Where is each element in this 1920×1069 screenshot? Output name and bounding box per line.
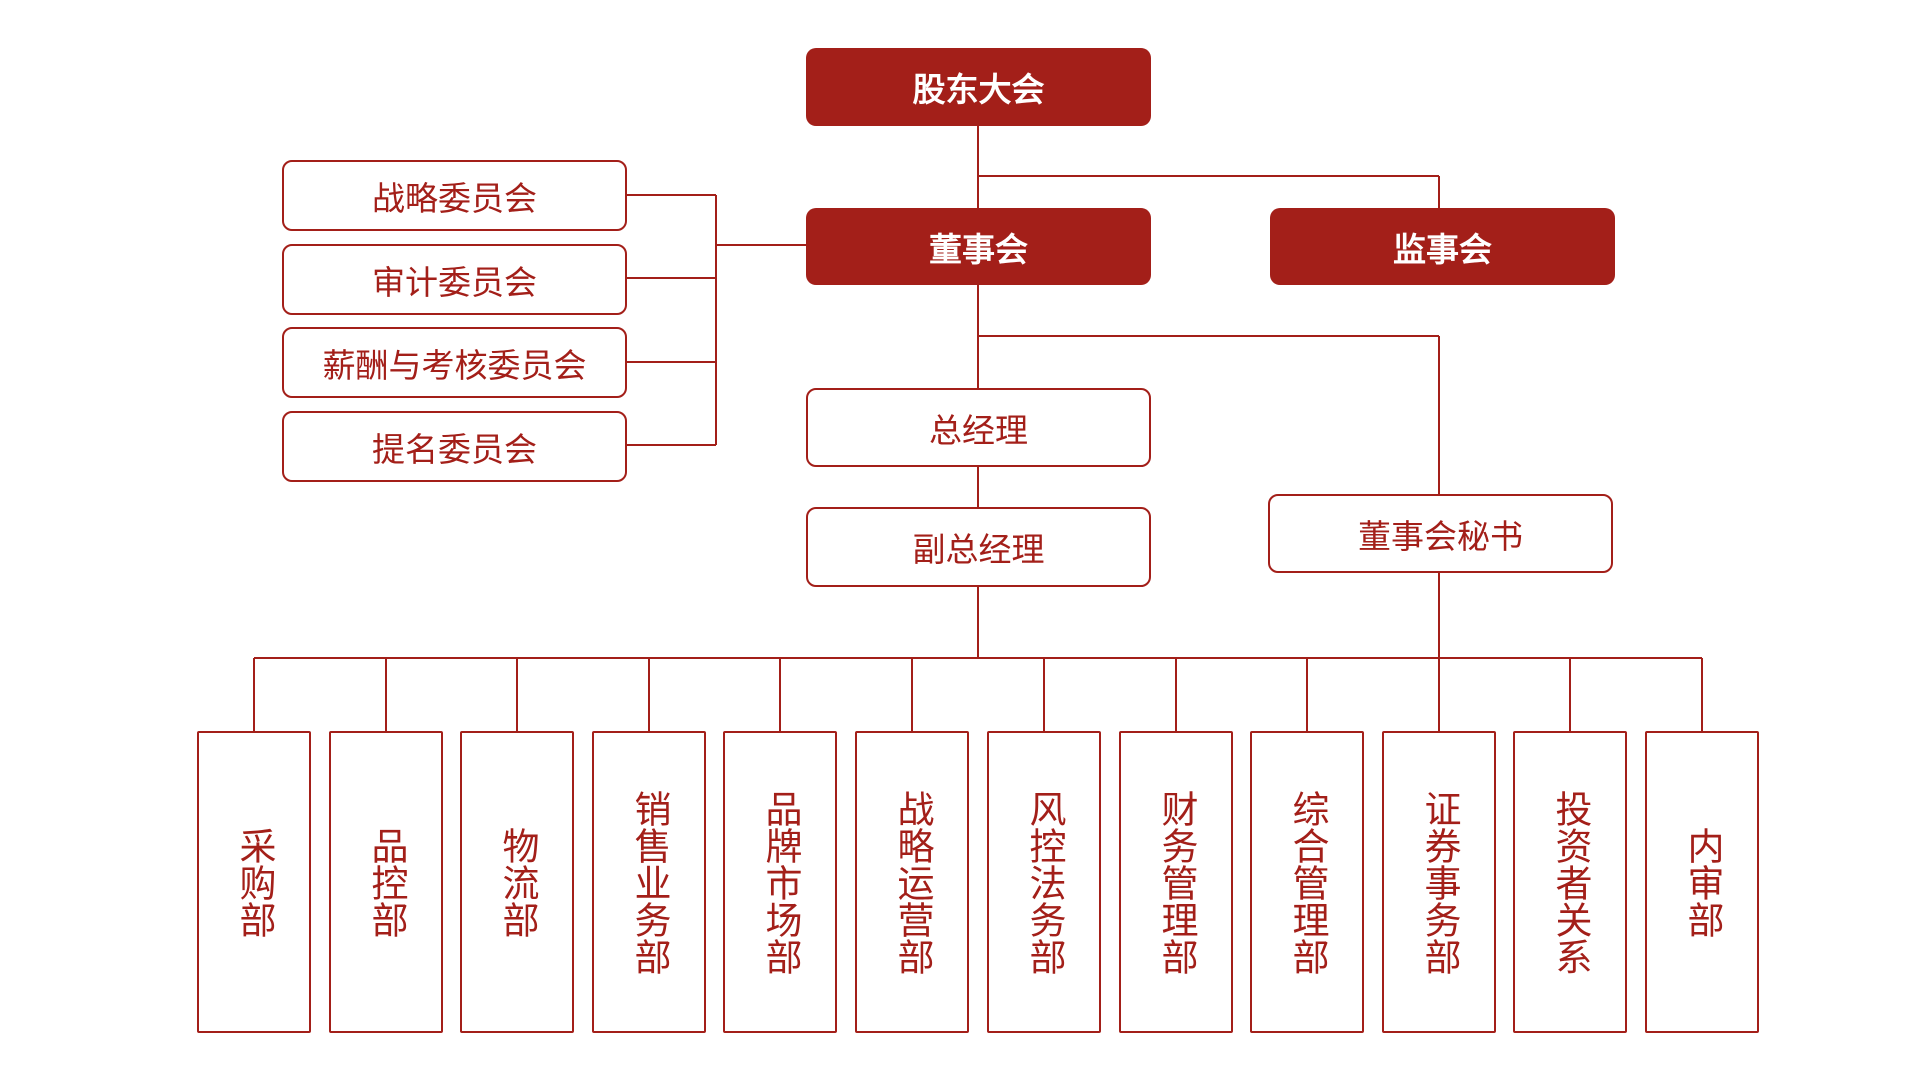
department-general-admin: 综合管理部 <box>1250 731 1364 1033</box>
department-label: 采购部 <box>233 826 276 938</box>
supervisory-board-node: 监事会 <box>1270 208 1615 285</box>
department-logistics: 物流部 <box>460 731 574 1033</box>
department-label: 证券事务部 <box>1418 789 1461 975</box>
department-label: 品控部 <box>365 826 408 938</box>
department-label: 品牌市场部 <box>759 789 802 975</box>
committee-nomination: 提名委员会 <box>282 411 627 482</box>
department-label: 财务管理部 <box>1155 789 1198 975</box>
department-quality-control: 品控部 <box>329 731 443 1033</box>
department-label: 投资者关系 <box>1549 789 1592 975</box>
department-label: 战略运营部 <box>891 789 934 975</box>
board-secretary-node: 董事会秘书 <box>1268 494 1613 573</box>
department-investor-relations: 投资者关系 <box>1513 731 1627 1033</box>
committee-audit: 审计委员会 <box>282 244 627 315</box>
department-sales: 销售业务部 <box>592 731 706 1033</box>
general-manager-node: 总经理 <box>806 388 1151 467</box>
department-securities-affairs: 证券事务部 <box>1382 731 1496 1033</box>
department-label: 物流部 <box>496 826 539 938</box>
committee-strategy: 战略委员会 <box>282 160 627 231</box>
department-label: 销售业务部 <box>628 789 671 975</box>
department-label: 内审部 <box>1681 826 1724 938</box>
board-of-directors-node: 董事会 <box>806 208 1151 285</box>
department-brand-marketing: 品牌市场部 <box>723 731 837 1033</box>
department-internal-audit: 内审部 <box>1645 731 1759 1033</box>
department-finance: 财务管理部 <box>1119 731 1233 1033</box>
department-procurement: 采购部 <box>197 731 311 1033</box>
department-label: 综合管理部 <box>1286 789 1329 975</box>
department-strategy-operations: 战略运营部 <box>855 731 969 1033</box>
committee-compensation: 薪酬与考核委员会 <box>282 327 627 398</box>
shareholders-meeting-node: 股东大会 <box>806 48 1151 126</box>
department-label: 风控法务部 <box>1023 789 1066 975</box>
deputy-general-manager-node: 副总经理 <box>806 507 1151 587</box>
department-risk-legal: 风控法务部 <box>987 731 1101 1033</box>
